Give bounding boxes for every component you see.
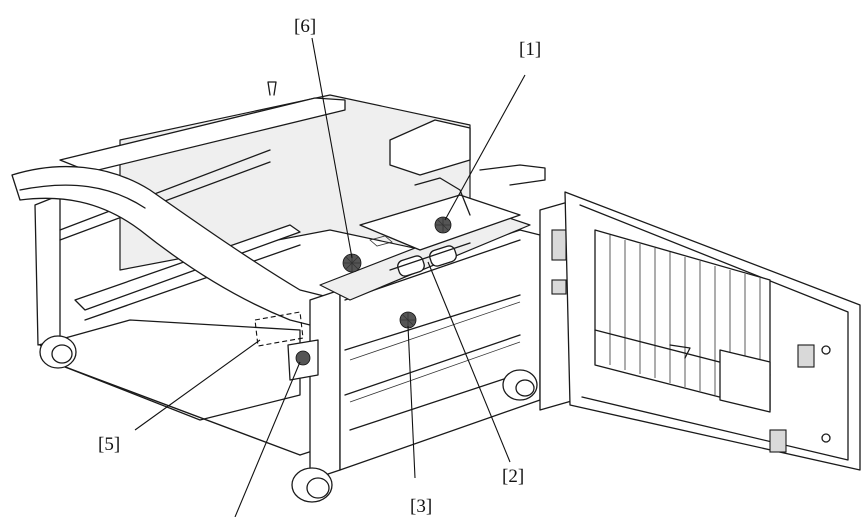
callout-6: [6] [294, 16, 316, 37]
gear-3 [399, 311, 417, 329]
gear-6 [342, 253, 362, 273]
gear-1 [434, 216, 452, 234]
callout-2: [2] [502, 466, 524, 487]
callout-5: [5] [98, 434, 120, 455]
inner-front-panel [287, 164, 546, 481]
caster-front-center [291, 467, 333, 503]
callout-3: [3] [410, 496, 432, 517]
side-door [539, 191, 861, 471]
caster-front-left [39, 335, 77, 369]
caster-rear-right [502, 369, 538, 401]
leader-lines [134, 37, 526, 517]
callout-1: [1] [519, 39, 541, 60]
